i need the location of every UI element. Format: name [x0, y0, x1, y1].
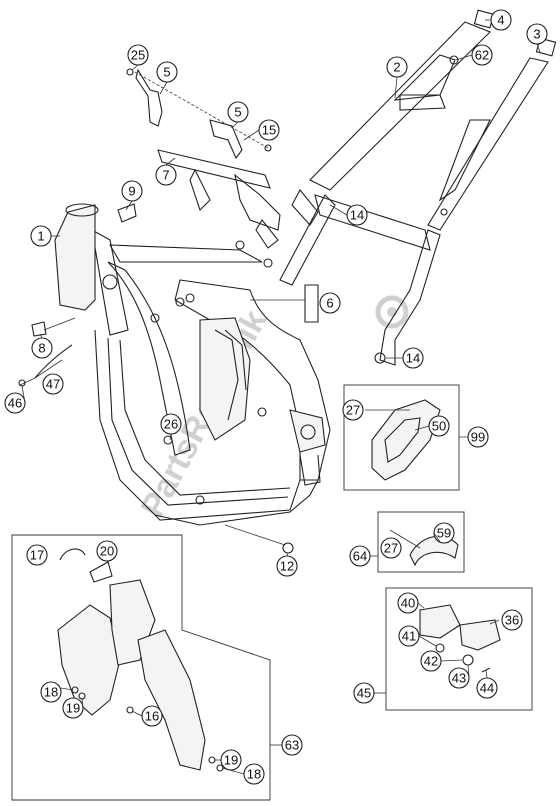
callout-50: 50 — [428, 415, 450, 437]
callout-12: 12 — [276, 555, 298, 577]
leader-lines — [21, 19, 541, 775]
svg-text:5: 5 — [234, 105, 241, 120]
callout-16: 16 — [141, 705, 163, 727]
svg-text:5: 5 — [163, 65, 170, 80]
svg-text:12: 12 — [280, 559, 294, 574]
callout-59: 59 — [433, 522, 455, 544]
callout-19a: 19 — [62, 697, 84, 719]
svg-text:47: 47 — [46, 377, 60, 392]
svg-text:18: 18 — [44, 685, 58, 700]
svg-text:3: 3 — [533, 27, 540, 42]
callout-20: 20 — [96, 540, 118, 562]
svg-text:7: 7 — [162, 168, 169, 183]
screws-left — [18, 317, 76, 387]
callout-5b: 5 — [227, 101, 249, 123]
callout-27b: 27 — [380, 537, 402, 559]
callout-44: 44 — [476, 677, 498, 699]
svg-text:14: 14 — [350, 208, 364, 223]
svg-text:99: 99 — [471, 430, 485, 445]
svg-text:50: 50 — [432, 419, 446, 434]
callout-1: 1 — [30, 225, 52, 247]
svg-text:63: 63 — [285, 738, 299, 753]
callout-26: 26 — [160, 413, 182, 435]
callout-36: 36 — [501, 609, 523, 631]
svg-text:25: 25 — [131, 48, 145, 63]
svg-text:43: 43 — [452, 671, 466, 686]
callout-14b: 14 — [402, 347, 424, 369]
bracket-6 — [250, 284, 319, 323]
callout-99: 99 — [467, 426, 489, 448]
engine-brackets — [126, 68, 281, 249]
svg-text:4: 4 — [497, 13, 504, 28]
callout-42: 42 — [420, 650, 442, 672]
callout-45: 45 — [353, 682, 375, 704]
svg-text:15: 15 — [262, 123, 276, 138]
callout-18a: 18 — [40, 681, 62, 703]
svg-text:64: 64 — [353, 549, 367, 564]
callout-19b: 19 — [220, 749, 242, 771]
callout-25: 25 — [127, 44, 149, 66]
svg-text:62: 62 — [475, 48, 489, 63]
callout-17: 17 — [26, 544, 48, 566]
svg-text:26: 26 — [164, 417, 178, 432]
svg-text:1: 1 — [37, 229, 44, 244]
svg-text:41: 41 — [402, 629, 416, 644]
subframe — [279, 9, 557, 366]
callout-3: 3 — [526, 23, 548, 45]
callout-14a: 14 — [346, 204, 368, 226]
svg-text:27: 27 — [346, 403, 360, 418]
group-box-63 — [11, 534, 282, 801]
callout-46: 46 — [4, 392, 26, 414]
svg-text:19: 19 — [224, 753, 238, 768]
callout-5a: 5 — [156, 61, 178, 83]
callout-63: 63 — [281, 734, 303, 756]
callout-15: 15 — [258, 119, 280, 141]
callout-27a: 27 — [342, 399, 364, 421]
svg-text:14: 14 — [406, 351, 420, 366]
svg-text:45: 45 — [357, 686, 371, 701]
svg-text:18: 18 — [247, 767, 261, 782]
svg-text:27: 27 — [384, 541, 398, 556]
callout-47: 47 — [42, 373, 64, 395]
callout-6: 6 — [319, 292, 341, 314]
group-box-45 — [372, 587, 533, 711]
callout-43: 43 — [448, 667, 470, 689]
group-box-64 — [362, 511, 465, 573]
screw-12 — [224, 524, 294, 554]
svg-text:42: 42 — [424, 654, 438, 669]
callout-41: 41 — [398, 625, 420, 647]
frame-protector-left — [54, 203, 137, 311]
svg-text:2: 2 — [393, 60, 400, 75]
svg-text:9: 9 — [128, 184, 135, 199]
callout-18b: 18 — [243, 763, 265, 785]
svg-text:40: 40 — [401, 596, 415, 611]
svg-text:20: 20 — [100, 544, 114, 559]
main-frame — [91, 228, 331, 526]
callout-64: 64 — [349, 545, 371, 567]
callout-4: 4 — [490, 9, 512, 31]
callout-9: 9 — [121, 180, 143, 202]
svg-text:8: 8 — [38, 341, 45, 356]
svg-text:46: 46 — [8, 396, 22, 411]
callout-7: 7 — [155, 164, 177, 186]
svg-text:44: 44 — [480, 681, 494, 696]
callout-40: 40 — [397, 592, 419, 614]
callout-62: 62 — [471, 44, 493, 66]
svg-text:16: 16 — [145, 709, 159, 724]
svg-text:19: 19 — [66, 701, 80, 716]
svg-text:6: 6 — [326, 296, 333, 311]
callout-8: 8 — [31, 337, 53, 359]
svg-text:59: 59 — [437, 526, 451, 541]
group-box-99 — [343, 384, 478, 491]
svg-text:17: 17 — [30, 548, 44, 563]
callout-2: 2 — [386, 56, 408, 78]
svg-text:36: 36 — [505, 613, 519, 628]
